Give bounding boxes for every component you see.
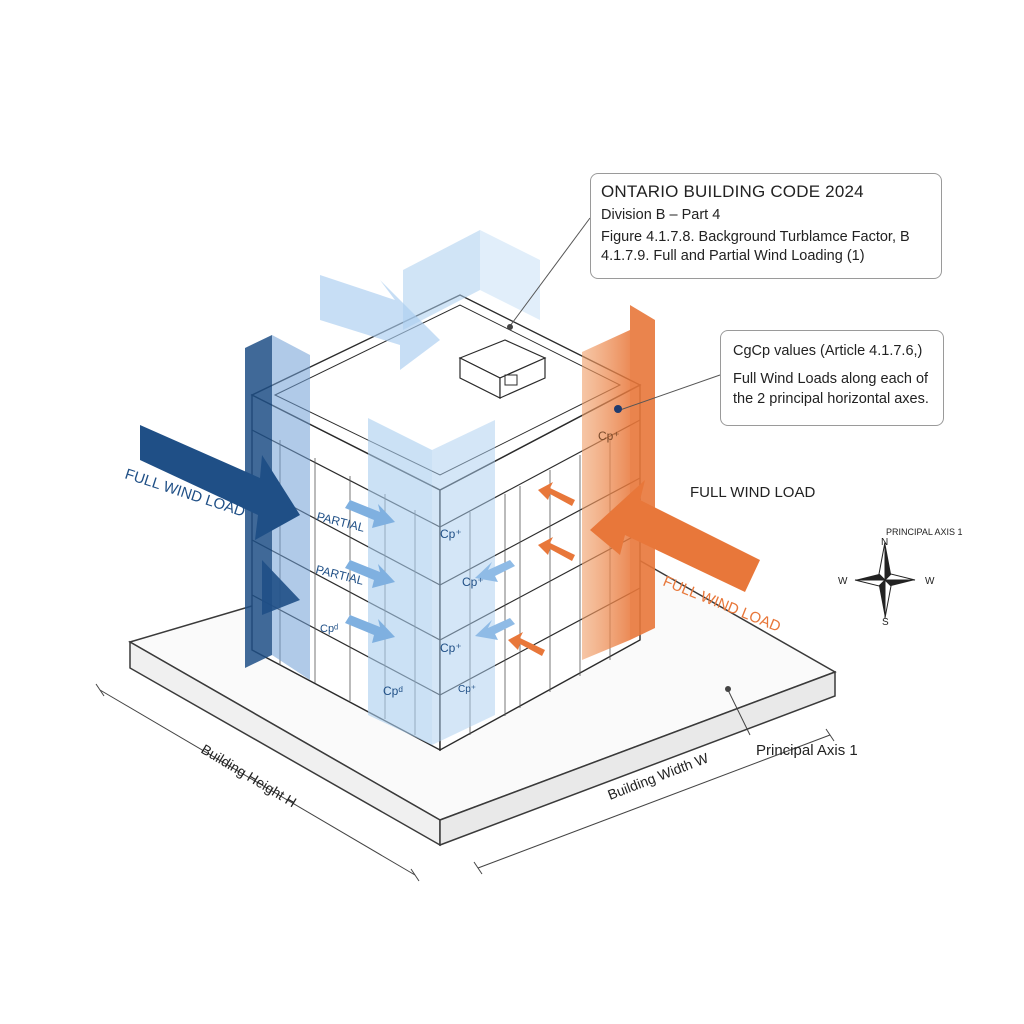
cp-label: Cpᵈ — [383, 684, 403, 698]
cp-label: Cp⁺ — [440, 527, 462, 541]
cp-label: Cp⁺ — [440, 641, 462, 655]
partial-arrows — [345, 500, 515, 643]
dimension-lines — [95, 683, 835, 882]
cp-label: Cp⁺ — [462, 575, 484, 589]
cgcp-callout: CgCp values (Article 4.1.7.6,) Full Wind… — [720, 330, 944, 426]
cp-label: Cpᵈ — [320, 623, 338, 635]
cgcp-marker — [614, 405, 622, 413]
code-reference-callout: ONTARIO BUILDING CODE 2024 Division B – … — [590, 173, 942, 279]
rooftop-marker — [507, 324, 513, 330]
compass-north: N — [881, 537, 888, 548]
code-division: Division B – Part 4 — [601, 207, 721, 223]
compass-west: W — [838, 576, 848, 587]
cgcp-body: Full Wind Loads along each of the 2 prin… — [733, 371, 929, 407]
full-wind-band-left — [140, 335, 310, 680]
full-wind-load-right-label: FULL WIND LOAD — [690, 484, 815, 501]
compass-title: PRINCIPAL AXIS 1 — [886, 527, 963, 537]
leader-lines — [509, 217, 721, 411]
partial-wind-zone — [320, 230, 540, 745]
principal-axis-marker — [725, 686, 731, 692]
orange-partial-arrows — [508, 482, 575, 656]
full-wind-band-right — [582, 305, 760, 660]
principal-axis-label: Principal Axis 1 — [756, 742, 858, 759]
code-title: ONTARIO BUILDING CODE 2024 — [601, 182, 864, 201]
wind-loading-reference: 4.1.7.9. Full and Partial Wind Loading (… — [601, 248, 865, 264]
compass-east: W — [925, 576, 935, 587]
compass-south: S — [882, 617, 889, 628]
cp-label: Cp⁺ — [598, 429, 620, 443]
cgcp-title: CgCp values (Article 4.1.7.6,) — [733, 343, 923, 359]
figure-reference: Figure 4.1.7.8. Background Turblamce Fac… — [601, 229, 910, 245]
compass-rose: PRINCIPAL AXIS 1 N S W W — [838, 527, 963, 628]
cp-label: Cp⁺ — [458, 684, 476, 695]
